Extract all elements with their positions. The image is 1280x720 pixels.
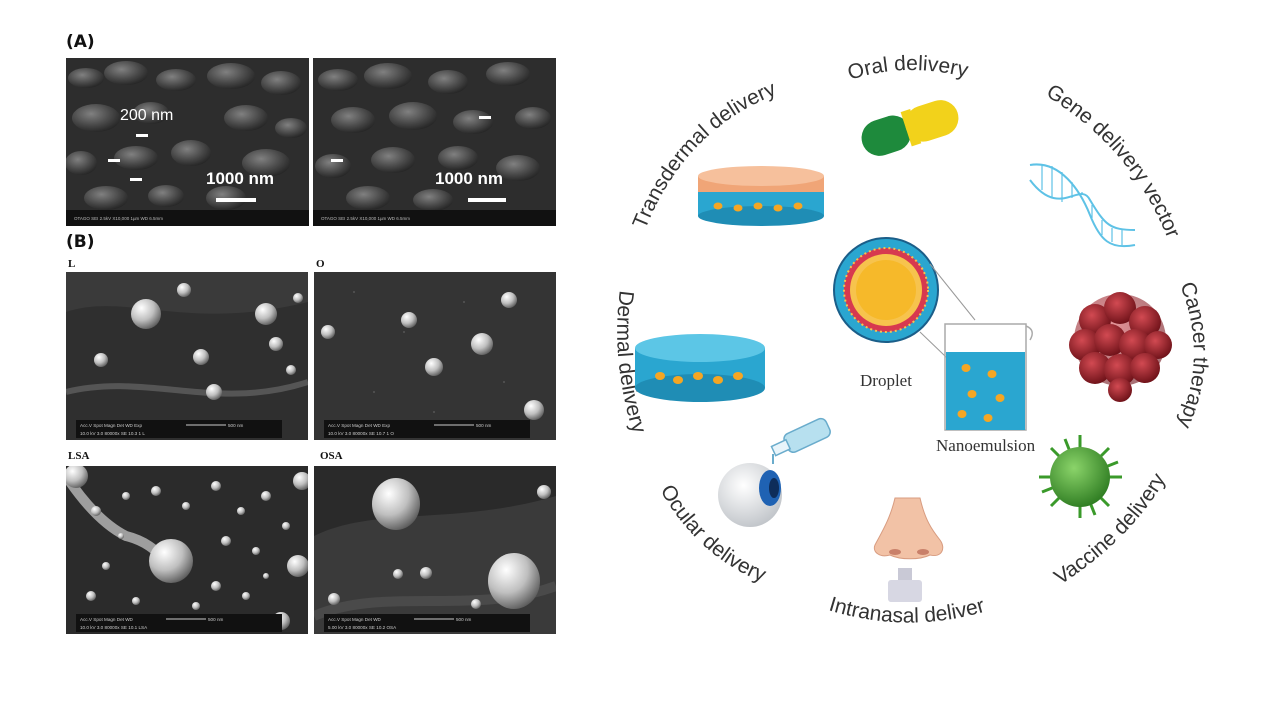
tile-o-label: O [316, 258, 325, 270]
sem-tile-osa: Acc.V Spot Magn Det WD 5.00 kV 3.0 80000… [314, 466, 556, 634]
tile-l-info2: 10.0 kV 3.0 80000x SE 10.3 1 L [80, 431, 145, 436]
dermal-patch-icon [635, 334, 765, 402]
tile-l-label: L [68, 258, 76, 270]
eye-dropper-icon [770, 417, 831, 457]
svg-text:OTAGO SEI 2.5kV: OTAGO SEI 2.5kV X10,000 1µm WD 6.5mm [321, 216, 410, 221]
sem-a-left-scale: 1000 nm [206, 169, 274, 188]
tile-lsa-info: Acc.V Spot Magn Det WD [80, 617, 134, 622]
nanoemulsion-diagram: Oral delivery Gene delivery vector Cance… [590, 40, 1212, 628]
sem-panel-a: OTAGO SEI 2.5kV X10,000 1µm WD 6.5mm 200… [66, 58, 556, 226]
tile-o-info2: 10.0 kV 3.0 80000x SE 10.7 1 O [328, 431, 394, 436]
capsule-icon [861, 100, 959, 156]
transdermal-patch-icon [698, 166, 824, 226]
beaker-icon [944, 323, 1033, 431]
eye-icon [718, 463, 782, 527]
nasal-spray-icon [888, 568, 922, 602]
tile-l-scale: 500 nm [228, 423, 243, 428]
tile-l-info: Acc.V Spot Magn Det WD Exp [80, 423, 142, 428]
droplet-icon [833, 237, 939, 343]
label-gene-delivery: Gene delivery vector [1042, 80, 1184, 241]
dna-helix-icon [1029, 163, 1136, 248]
panel-a-label: (A) [66, 32, 95, 52]
droplet-label: Droplet [860, 371, 912, 390]
nose-icon [873, 497, 944, 560]
virus-icon [1039, 435, 1122, 518]
tile-o-info: Acc.V Spot Magn Det WD Exp [328, 423, 390, 428]
tile-lsa-info2: 10.0 kV 3.0 80000x SE 10.1 LSA [80, 625, 148, 630]
sem-a-right-image: OTAGO SEI 2.5kV X10,000 1µm WD 6.5mm 100… [313, 58, 556, 226]
sem-tile-o: Acc.V Spot Magn Det WD Exp 10.0 kV 3.0 8… [314, 272, 556, 440]
label-oral-delivery: Oral delivery [845, 52, 971, 85]
tile-lsa-scale: 500 nm [208, 617, 223, 622]
nanoemulsion-label: Nanoemulsion [936, 436, 1036, 455]
tile-osa-info2: 5.00 kV 3.0 80000x SE 10.2 OSA [328, 625, 397, 630]
tile-osa-info: Acc.V Spot Magn Det WD [328, 617, 382, 622]
svg-text:OTAGO SEI 2.5kV: OTAGO SEI 2.5kV X10,000 1µm WD 6.5mm [74, 216, 163, 221]
sem-tile-lsa: Acc.V Spot Magn Det WD 10.0 kV 3.0 80000… [66, 466, 308, 634]
label-cancer-therapy: Cancer therapy [1173, 279, 1212, 432]
sem-tile-l: Acc.V Spot Magn Det WD Exp 10.0 kV 3.0 8… [66, 272, 308, 440]
tile-osa-scale: 500 nm [456, 617, 471, 622]
tile-lsa-label: LSA [68, 450, 90, 462]
panel-b-label: (B) [66, 232, 95, 252]
sem-a-right-scale: 1000 nm [435, 169, 503, 188]
cancer-cell-icon [1069, 292, 1172, 402]
tile-o-scale: 500 nm [476, 423, 491, 428]
tile-osa-label: OSA [320, 450, 343, 462]
sem-a-inset-scale: 200 nm [120, 107, 173, 124]
sem-a-left-image: OTAGO SEI 2.5kV X10,000 1µm WD 6.5mm 200… [66, 58, 309, 226]
